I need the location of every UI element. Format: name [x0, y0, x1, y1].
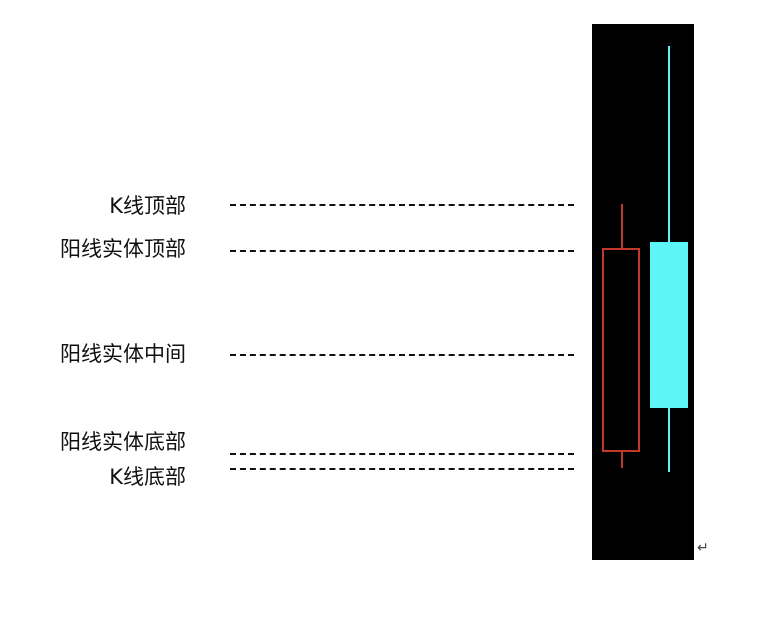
guide-line-body-bottom: [230, 453, 574, 455]
guide-line-body-top: [230, 250, 574, 252]
guide-line-k-line-top: [230, 204, 574, 206]
paragraph-return-icon: ↵: [697, 540, 709, 556]
label-body-bottom: 阳线实体底部: [60, 430, 186, 454]
label-k-line-top: K线顶部: [109, 194, 186, 218]
label-body-top: 阳线实体顶部: [60, 237, 186, 261]
candlestick-panel: [592, 24, 694, 560]
filled-candle-body: [650, 242, 688, 408]
label-body-middle: 阳线实体中间: [60, 342, 186, 366]
label-k-line-bottom: K线底部: [109, 465, 186, 489]
guide-line-body-middle: [230, 354, 574, 356]
guide-line-k-line-bottom: [230, 468, 574, 470]
